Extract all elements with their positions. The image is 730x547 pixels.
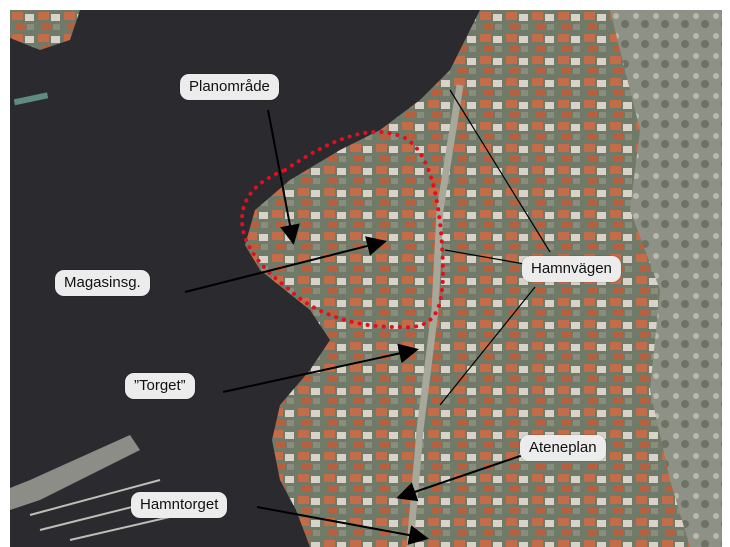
label-torget: ”Torget” [125, 373, 195, 399]
arrow-torget [222, 343, 419, 393]
plan-area-outline [239, 130, 446, 330]
jetty [10, 435, 140, 510]
arrows [184, 109, 533, 545]
arrow-planomrade [267, 109, 300, 245]
label-hamntorget: Hamntorget [131, 492, 228, 518]
aerial-map: Planområde Magasinsg. Hamnvägen ”Torget”… [10, 10, 722, 547]
town-land [245, 10, 722, 547]
label-planomrade: Planområde [180, 74, 279, 100]
islet-top-left [10, 10, 80, 50]
pier-top-left [13, 92, 49, 106]
arrow-hamntorget [256, 506, 429, 545]
arrow-magasinsg [184, 236, 387, 293]
hamnvagen-leaders [439, 89, 551, 406]
arrow-ateneplan [396, 451, 533, 502]
label-magasinsg: Magasinsg. [55, 270, 150, 296]
label-ateneplan: Ateneplan [520, 435, 606, 461]
main-road [406, 84, 464, 547]
rocky-hill [610, 10, 722, 547]
label-hamnvagen: Hamnvägen [522, 256, 621, 282]
